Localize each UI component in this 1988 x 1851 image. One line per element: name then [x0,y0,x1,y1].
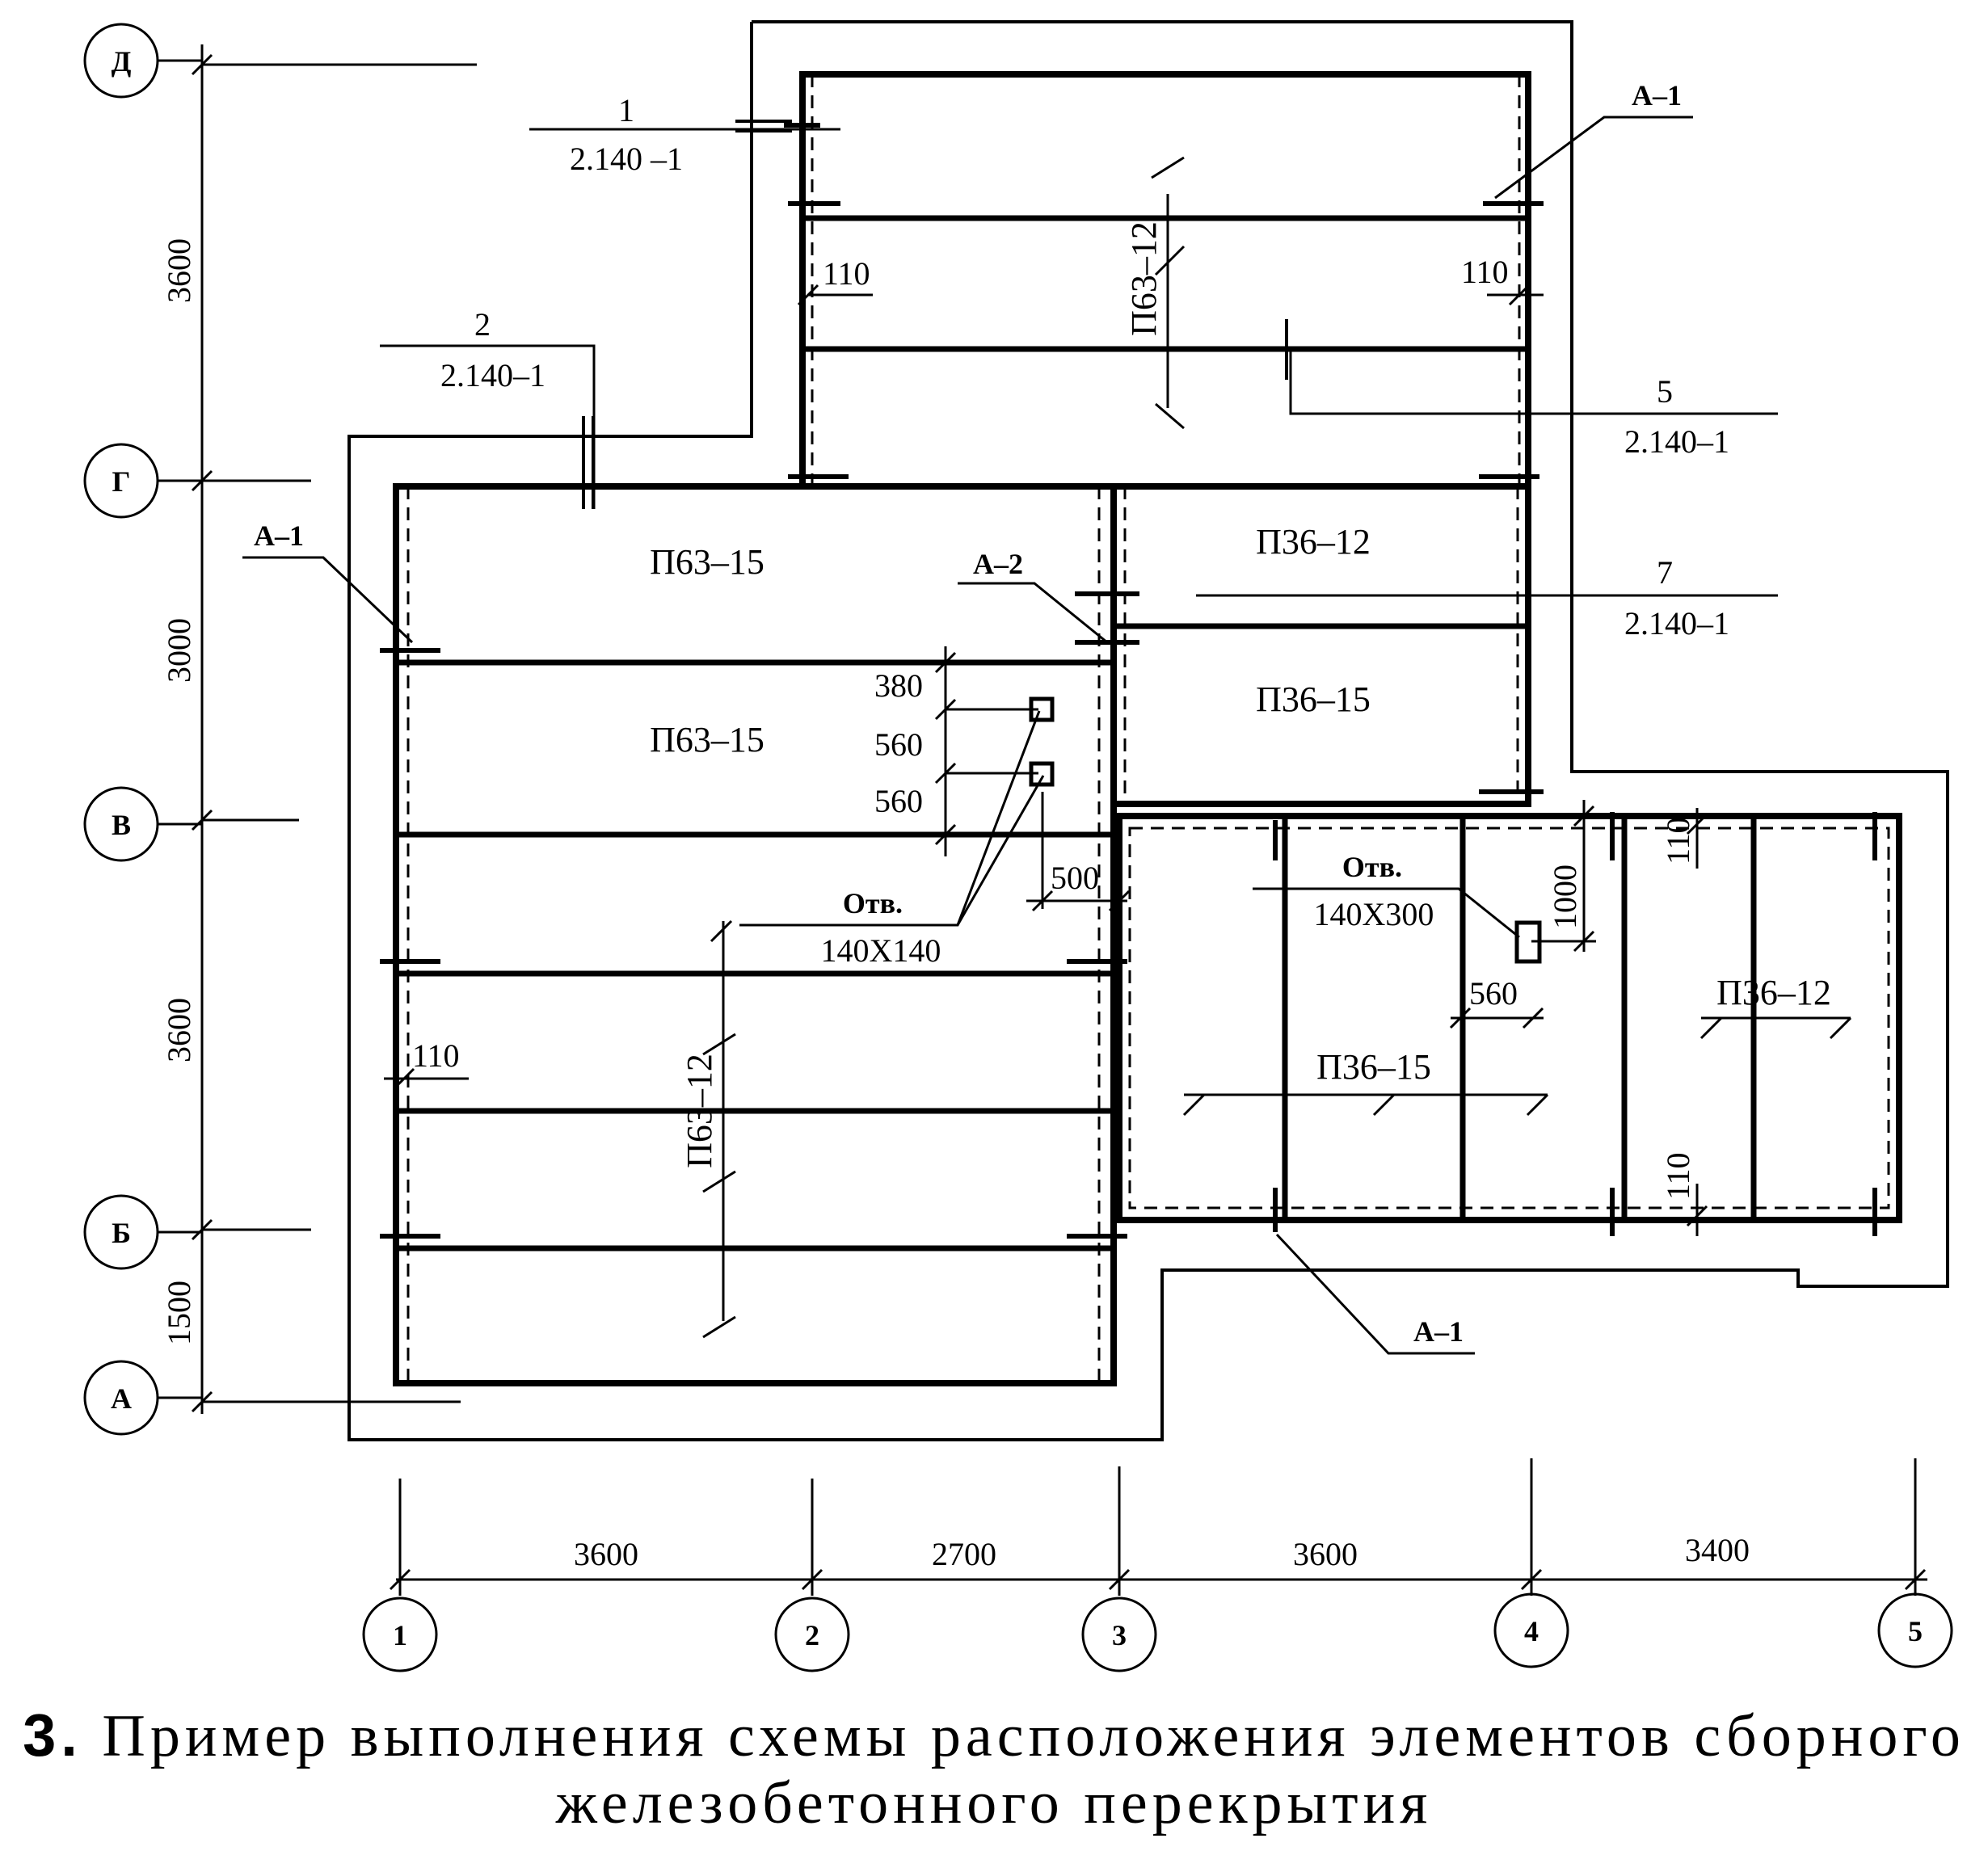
anchor-a1-bottom: А–1 [1413,1315,1464,1348]
panel-top: П63–12 [1124,221,1164,336]
section-2-sheet: 2.140–1 [440,357,545,393]
column-axes [362,1458,1953,1672]
dim-1000: 1000 [1547,865,1583,929]
opening-2-title: Отв. [1342,851,1402,883]
slab-group-left [393,483,1117,1386]
col-axis-1: 1 [393,1619,407,1651]
local-dimension-lines [384,284,1708,1236]
slab-group-top [799,71,1531,490]
section-2-num: 2 [474,306,491,343]
section-1-num: 1 [618,92,634,128]
dim-row-D-G: 3600 [161,238,197,303]
dim-500: 500 [1051,860,1099,896]
opening-2-size: 140Х300 [1314,896,1434,932]
panel-mid-2: П36–15 [1256,679,1371,719]
col-axis-4: 4 [1524,1615,1539,1647]
col-axis-3: 3 [1112,1619,1127,1651]
section-1-sheet: 2.140 –1 [570,141,683,177]
column-dimension-ticks [389,1568,1927,1591]
dim-row-B-A: 1500 [161,1281,197,1345]
dim-110-top-right: 110 [1461,254,1509,290]
dim-col-3-4: 3600 [1293,1536,1358,1572]
panel-left-upper-1: П63–15 [650,542,764,582]
section-5-num: 5 [1657,373,1673,410]
slab-group-middle [1110,483,1531,807]
dim-col-4-5: 3400 [1685,1532,1750,1568]
col-axis-2: 2 [805,1619,819,1651]
dim-110-top-left: 110 [823,255,870,292]
row-axis-B: Б [112,1217,131,1249]
row-axes [83,23,477,1436]
col-axis-5: 5 [1908,1615,1923,1647]
panel-left-lower: П63–12 [680,1054,719,1168]
dim-380: 380 [874,667,923,704]
row-axis-A: А [111,1382,132,1415]
dim-row-V-B: 3600 [161,998,197,1062]
dim-560-a: 560 [874,726,923,763]
anchor-a1-left: А–1 [254,520,304,552]
dim-560-b: 560 [874,783,923,819]
building-outline [347,20,1949,1441]
panel-right-1: П36–15 [1316,1047,1431,1087]
row-axis-V: В [112,809,131,841]
panel-right-2: П36–12 [1716,973,1831,1012]
row-dimension-ticks [191,53,213,1413]
opening-1-title: Отв. [843,887,903,919]
leader-lines [242,116,1852,1355]
figure-caption: 3. Пример выполнения схемы расположения … [0,1701,1988,1771]
section-5-sheet: 2.140–1 [1624,423,1729,460]
section-7-num: 7 [1657,554,1673,591]
opening-1-size: 140Х140 [821,932,941,969]
dim-110-left: 110 [412,1037,460,1074]
anchor-a2: А–2 [973,548,1023,580]
figure-caption-line-2: железобетонного перекрытия [0,1769,1988,1838]
panel-mid-1: П36–12 [1256,522,1371,562]
dim-560-c: 560 [1469,975,1518,1012]
caption-line-1: Пример выполнения схемы расположения эле… [102,1703,1965,1769]
dim-col-2-3: 2700 [932,1536,996,1572]
caption-line-2: железобетонного перекрытия [555,1770,1433,1836]
dim-110-right-top: 110 [1660,817,1696,865]
section-7-sheet: 2.140–1 [1624,605,1729,642]
caption-number: 3. [23,1702,82,1769]
dim-row-G-V: 3000 [161,618,197,683]
anchor-a1-top: А–1 [1632,79,1682,111]
dim-col-1-2: 3600 [574,1536,638,1572]
dim-110-right-bottom: 110 [1660,1152,1696,1200]
row-axis-G: Г [112,465,131,498]
row-axis-D: Д [112,45,132,78]
section-cut-markers [582,120,1288,509]
panel-left-upper-2: П63–15 [650,720,764,759]
